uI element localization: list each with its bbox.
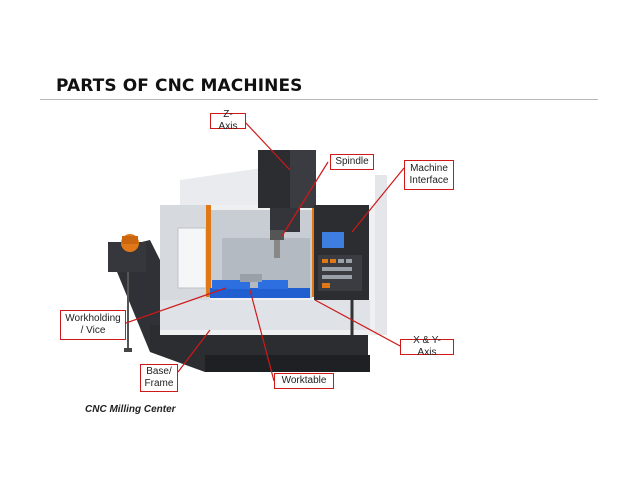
interface-leader [351,167,405,233]
base-leader [177,329,211,373]
xy-axis-label: X & Y-Axis [400,335,454,358]
workholding-label: Workholding / Vice [60,310,126,340]
spindle [270,230,284,258]
worktable-leader [249,289,275,382]
figure-caption: CNC Milling Center [85,404,176,415]
page-title: PARTS OF CNC MACHINES [56,76,303,96]
control-panel [314,205,369,335]
worktable [210,274,310,298]
spindle-label: Spindle [330,154,374,170]
spindle-leader [281,161,329,237]
machine-interface-label: Machine Interface [404,160,454,190]
callout-lines [125,120,405,382]
worktable-label: Worktable [274,373,334,389]
z-axis-column [258,150,316,232]
xy-axis-leader [314,299,403,348]
workholding-leader [125,287,227,324]
base-frame-label: Base/ Frame [140,364,178,392]
door-trim [206,205,211,297]
z-axis-label: Z-Axis [210,109,246,132]
interface-screen [322,232,344,248]
z-axis-leader [243,120,291,171]
title-divider [40,99,598,100]
